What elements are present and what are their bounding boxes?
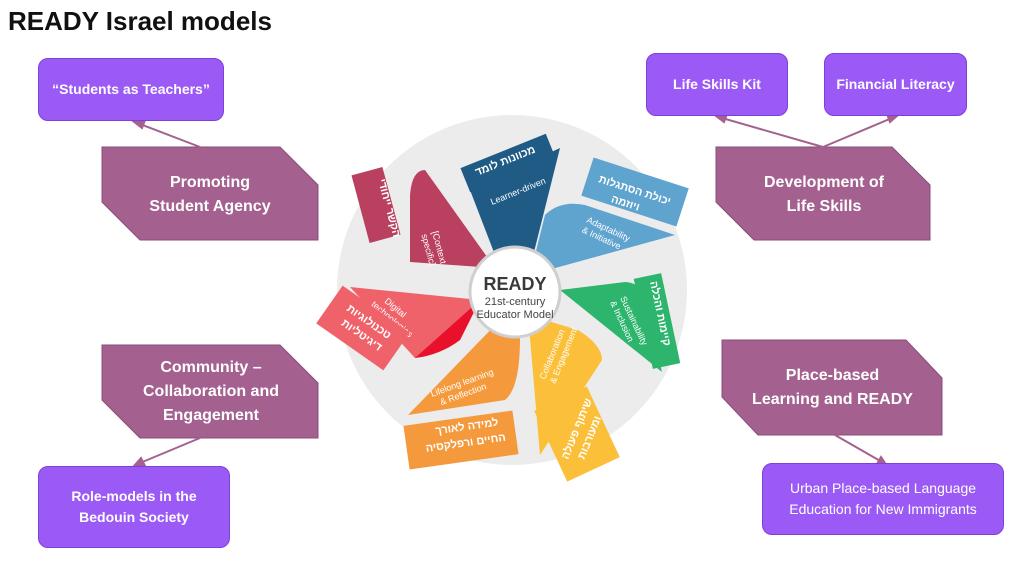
petal-context: [Contextspecific] bbox=[410, 170, 495, 268]
center-subline-2: Educator Model bbox=[476, 309, 553, 321]
connector-agency bbox=[139, 123, 201, 148]
center-circle bbox=[468, 245, 562, 339]
box-urban-place-based: Urban Place-based Language Education for… bbox=[762, 463, 1004, 535]
box-role-models-line-1: Role-models in the bbox=[71, 488, 197, 504]
box-urban-line-2: Education for New Immigrants bbox=[789, 501, 977, 517]
box-life-skills-kit-text: Life Skills Kit bbox=[673, 76, 761, 92]
hex-place-based bbox=[721, 339, 943, 436]
connector-financial bbox=[822, 117, 893, 148]
box-role-models: Role-models in the Bedouin Society bbox=[38, 466, 230, 548]
tag-context-he: הקשר ייחודי bbox=[351, 167, 402, 243]
petal-adaptability: Adaptability& Initiative bbox=[530, 203, 675, 275]
hex-student-agency bbox=[101, 146, 319, 241]
tag-adaptability-he: יכולת הסתגלותויוזמה bbox=[581, 157, 689, 227]
box-role-models-line-2: Bedouin Society bbox=[79, 509, 189, 525]
page-title: READY Israel models bbox=[8, 6, 272, 36]
tag-collaboration-he: שיתוף פעולהומעורבות bbox=[534, 386, 620, 482]
tag-lifelong-he: למידה לאורךהחיים ורפלקסיה bbox=[403, 410, 519, 470]
center-subline-1: 21st-century bbox=[485, 296, 546, 308]
hex-community bbox=[101, 344, 319, 439]
box-financial-literacy: Financial Literacy bbox=[824, 53, 967, 116]
box-urban-line-1: Urban Place-based Language bbox=[789, 480, 977, 496]
box-students-as-teachers-text: “Students as Teachers” bbox=[52, 81, 210, 97]
box-financial-literacy-text: Financial Literacy bbox=[836, 76, 955, 92]
connector-place bbox=[834, 434, 883, 463]
petal-lifelong: Lifelong learning& Reflection bbox=[408, 320, 520, 415]
hex-life-skills bbox=[715, 146, 931, 241]
center-heading: READY bbox=[483, 274, 546, 294]
connector-community bbox=[139, 437, 201, 464]
box-students-as-teachers: “Students as Teachers” bbox=[38, 58, 224, 121]
petal-learner-driven: Learner-driven bbox=[470, 148, 560, 268]
tag-sustainability-he: קיימות והכלה bbox=[633, 273, 681, 369]
arrowhead-community bbox=[131, 456, 147, 467]
arrowhead-agency bbox=[130, 118, 147, 130]
connector-kit bbox=[721, 117, 824, 148]
box-life-skills-kit: Life Skills Kit bbox=[646, 53, 788, 116]
